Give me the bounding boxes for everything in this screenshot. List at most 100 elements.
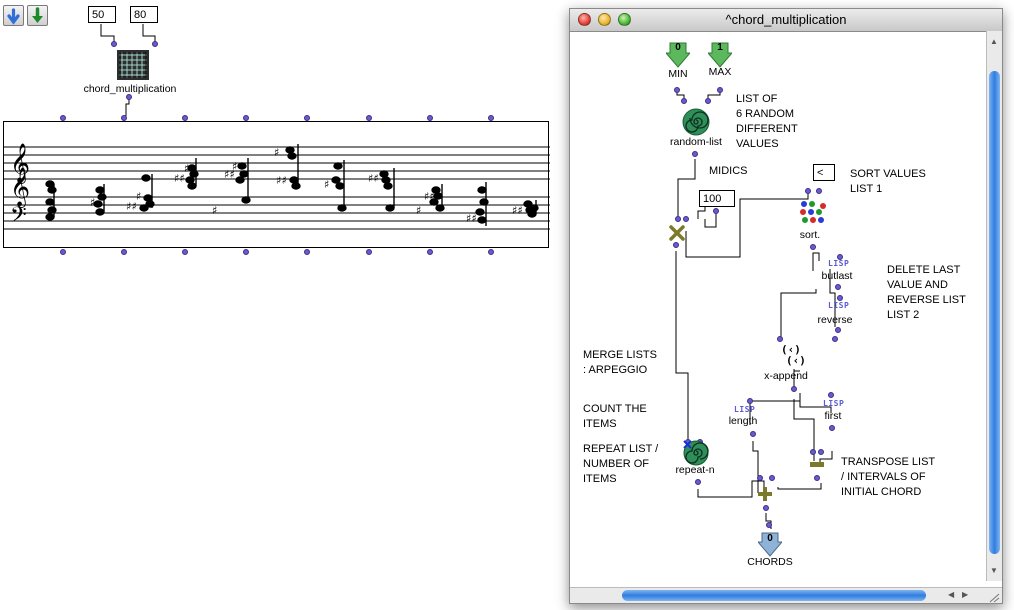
outlet-dot[interactable]: [126, 94, 132, 100]
inlet-dot[interactable]: [766, 522, 772, 528]
resize-grip-icon[interactable]: [988, 590, 1000, 603]
add-icon[interactable]: [757, 486, 773, 502]
inlet-dot[interactable]: [681, 98, 687, 104]
inlet-dot[interactable]: [832, 336, 838, 342]
chord-multiplication-patch-icon[interactable]: [117, 50, 149, 80]
blue-up-arrow-icon: [7, 8, 20, 25]
lisp-function-icon[interactable]: LISP: [734, 405, 756, 414]
vertical-scroll-thumb[interactable]: [989, 71, 1000, 554]
sort-operator-box[interactable]: <: [813, 164, 835, 181]
svg-text:♯: ♯: [212, 204, 217, 217]
outlet-dot[interactable]: [835, 327, 841, 333]
lisp-function-icon[interactable]: LISP: [823, 399, 845, 408]
inlet-dot[interactable]: [111, 41, 117, 47]
inlet-dot[interactable]: [777, 336, 783, 342]
inlet-dot[interactable]: [304, 115, 310, 121]
inlet-dot[interactable]: [837, 295, 843, 301]
main-connections: [100, 24, 156, 116]
inlet-dot[interactable]: [182, 115, 188, 121]
inlet-dot[interactable]: [837, 254, 843, 260]
scroll-up-icon[interactable]: ▲: [990, 37, 998, 46]
window-titlebar[interactable]: ^chord_multiplication: [570, 9, 1002, 32]
outlet-dot[interactable]: [814, 475, 820, 481]
repeat-n-label: repeat-n: [675, 464, 715, 476]
inlet-dot[interactable]: [747, 398, 753, 404]
outlet-dot[interactable]: [829, 425, 835, 431]
outlet-dot[interactable]: [763, 505, 769, 511]
input-b-box[interactable]: 80: [130, 6, 158, 23]
close-window-button[interactable]: [578, 13, 591, 26]
inlet-dot[interactable]: [805, 188, 811, 194]
inlet-dot[interactable]: [705, 98, 711, 104]
subtract-icon[interactable]: [809, 460, 825, 470]
svg-text:♯: ♯: [324, 178, 329, 191]
subpatch-window[interactable]: ^chord_multiplication: [569, 8, 1003, 604]
svg-text:♯♯: ♯♯: [174, 172, 185, 185]
max-arrow-icon[interactable]: [708, 41, 732, 69]
move-up-button[interactable]: [3, 5, 24, 26]
outlet-dot[interactable]: [304, 249, 310, 255]
inlet-dot[interactable]: [810, 449, 816, 455]
repeat-n-spiral-icon[interactable]: [682, 439, 710, 467]
scroll-down-icon[interactable]: ▼: [990, 566, 998, 575]
minimize-window-button[interactable]: [598, 13, 611, 26]
inlet-dot[interactable]: [60, 115, 66, 121]
move-down-button[interactable]: [27, 5, 48, 26]
outlet-dot[interactable]: [810, 244, 816, 250]
horizontal-scrollbar[interactable]: ◀ ▶: [570, 587, 1002, 603]
outlet-dot[interactable]: [695, 479, 701, 485]
outlet-dot[interactable]: [366, 249, 372, 255]
inlet-dot[interactable]: [683, 216, 689, 222]
vertical-scrollbar[interactable]: ▲ ▼: [986, 31, 1002, 581]
inlet-dot[interactable]: [366, 115, 372, 121]
outlet-dot[interactable]: [750, 431, 756, 437]
inlet-dot[interactable]: [427, 115, 433, 121]
inlet-dot[interactable]: [828, 392, 834, 398]
outlet-dot[interactable]: [673, 242, 679, 248]
inlet-dot[interactable]: [488, 115, 494, 121]
lisp-function-icon[interactable]: LISP: [828, 259, 850, 268]
lisp-function-icon[interactable]: LISP: [828, 301, 850, 310]
outlet-dot[interactable]: [835, 284, 841, 290]
inlet-dot[interactable]: [675, 216, 681, 222]
zoom-window-button[interactable]: [618, 13, 631, 26]
outlet-dot[interactable]: [488, 249, 494, 255]
chord-sequence-score[interactable]: 𝄞 𝄞 𝄢 ♯♯♯♯ ♯♯♯♯ ♯♯♯♯ ♯♯♯♯♯ ♯♯♯♯♯ ♯♯: [3, 121, 550, 248]
svg-text:♯♯: ♯♯: [512, 204, 523, 217]
outlet-dot[interactable]: [791, 386, 797, 392]
random-list-spiral-icon[interactable]: [682, 108, 710, 136]
chord: [523, 200, 539, 218]
input-a-box[interactable]: 50: [88, 6, 116, 23]
min-arrow-icon[interactable]: [666, 41, 690, 69]
inlet-dot[interactable]: [818, 449, 824, 455]
scroll-left-icon[interactable]: ◀: [948, 590, 955, 599]
inlet-dot[interactable]: [121, 115, 127, 121]
inlet-dot[interactable]: [769, 475, 775, 481]
chords-output-arrow-icon[interactable]: [758, 532, 782, 558]
chord: [45, 180, 57, 221]
inlet-dot[interactable]: [816, 188, 822, 194]
horizontal-scroll-thumb[interactable]: [622, 590, 926, 601]
outlet-dot[interactable]: [182, 249, 188, 255]
chord: [285, 144, 301, 190]
inlet-dot[interactable]: [243, 115, 249, 121]
x-append-brackets-icon[interactable]: (‹) (‹): [778, 344, 804, 366]
inlet-dot[interactable]: [757, 475, 763, 481]
outlet-dot[interactable]: [243, 249, 249, 255]
outlet-dot[interactable]: [427, 249, 433, 255]
svg-text:(‹): (‹): [781, 344, 801, 356]
svg-text:♯: ♯: [90, 196, 95, 209]
multiply-icon[interactable]: [669, 225, 685, 241]
outlet-dot[interactable]: [121, 249, 127, 255]
outlet-dot[interactable]: [674, 87, 680, 93]
scroll-right-icon[interactable]: ▶: [962, 590, 969, 599]
patch-connections: [675, 89, 836, 529]
inlet-dot[interactable]: [152, 41, 158, 47]
sort-dots-icon[interactable]: [799, 200, 827, 230]
multiplier-value-box[interactable]: 100: [699, 190, 735, 207]
outlet-dot[interactable]: [60, 249, 66, 255]
outlet-dot[interactable]: [717, 87, 723, 93]
outlet-dot[interactable]: [713, 208, 719, 214]
sort-comment: SORT VALUES LIST 1: [850, 168, 926, 195]
outlet-dot[interactable]: [692, 151, 698, 157]
